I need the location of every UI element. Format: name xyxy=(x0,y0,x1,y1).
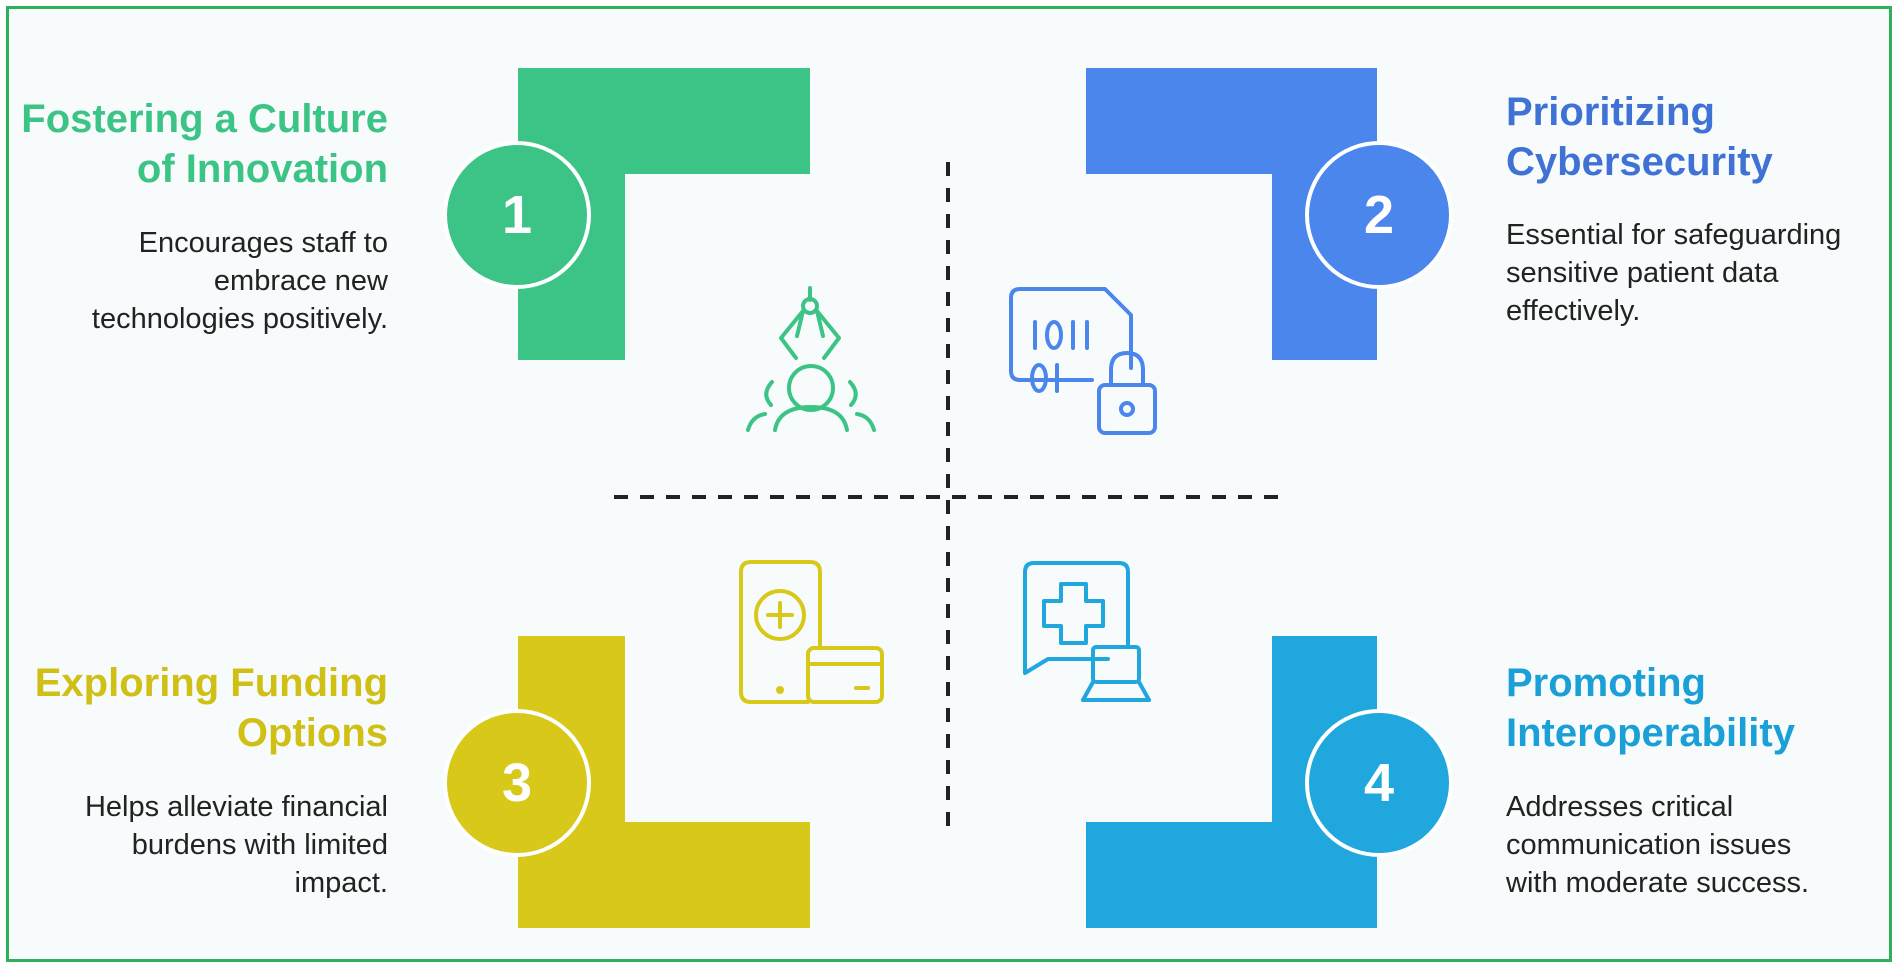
item-1-title: Fostering a Culture of Innovation xyxy=(21,94,388,194)
mobile-payment-card-icon xyxy=(739,560,884,704)
item-1-title-line-1: Fostering a Culture xyxy=(21,97,388,141)
item-2-desc-line-2: sensitive patient data xyxy=(1506,257,1779,289)
item-3-desc-line-3: impact. xyxy=(294,867,388,899)
shape-1 xyxy=(518,68,810,360)
item-2-desc-line-1: Essential for safeguarding xyxy=(1506,219,1842,251)
badge-circle-1 xyxy=(443,141,591,289)
item-3-title: Exploring Funding Options xyxy=(35,658,388,758)
item-2-title: Prioritizing Cybersecurity xyxy=(1506,87,1773,187)
item-2-title-line-1: Prioritizing xyxy=(1506,90,1715,134)
item-4-desc-line-1: Addresses critical xyxy=(1506,791,1734,823)
item-1-desc-line-2: embrace new xyxy=(213,265,388,297)
shape-4 xyxy=(1086,636,1377,928)
item-3-title-line-1: Exploring Funding xyxy=(34,661,388,705)
badge-number-1: 1 xyxy=(502,185,532,245)
badge-circle-3 xyxy=(443,709,591,857)
robot-arm-user-icon xyxy=(746,286,876,432)
item-4-title: Promoting Interoperability xyxy=(1506,658,1795,758)
badge-number-4: 4 xyxy=(1364,753,1394,813)
item-3-title-line-2: Options xyxy=(236,711,388,755)
item-1-description: Encourages staff to embrace new technolo… xyxy=(92,224,388,338)
item-4-description: Addresses critical communication issues … xyxy=(1506,788,1809,902)
medical-chat-laptop-icon xyxy=(1023,561,1151,702)
badge-number-3: 3 xyxy=(502,753,532,813)
item-1-desc-line-3: technologies positively. xyxy=(91,303,388,335)
item-4-title-line-1: Promoting xyxy=(1506,661,1706,705)
item-1-title-line-2: of Innovation xyxy=(136,147,388,191)
binary-file-lock-icon xyxy=(1009,287,1157,435)
badge-circle-2 xyxy=(1305,141,1453,289)
item-2-description: Essential for safeguarding sensitive pat… xyxy=(1506,216,1841,330)
item-1-desc-line-1: Encourages staff to xyxy=(138,227,388,259)
item-3-desc-line-1: Helps alleviate financial xyxy=(84,791,388,823)
item-4-title-line-2: Interoperability xyxy=(1506,711,1795,755)
item-3-description: Helps alleviate financial burdens with l… xyxy=(85,788,388,902)
badge-circle-4 xyxy=(1305,709,1453,857)
shape-2 xyxy=(1086,68,1377,360)
item-2-title-line-2: Cybersecurity xyxy=(1506,140,1773,184)
shape-3 xyxy=(518,636,810,928)
item-4-desc-line-2: communication issues xyxy=(1506,829,1792,861)
item-3-desc-line-2: burdens with limited xyxy=(131,829,388,861)
badge-number-2: 2 xyxy=(1364,185,1394,245)
item-2-desc-line-3: effectively. xyxy=(1506,295,1641,327)
item-4-desc-line-3: with moderate success. xyxy=(1506,867,1810,899)
